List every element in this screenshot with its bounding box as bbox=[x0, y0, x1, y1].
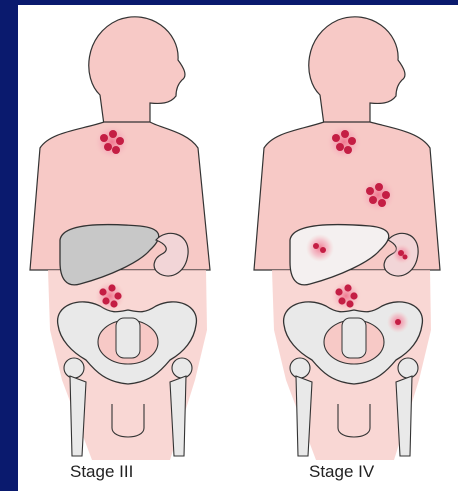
stage-iv-abdominal-node-cluster bbox=[331, 281, 361, 311]
stage-iv-neck-node-cluster bbox=[326, 124, 362, 160]
stage-iii-femur-head-right bbox=[172, 358, 192, 378]
stage-iii-abdominal-node-cluster bbox=[95, 281, 125, 311]
stage-iv-figure bbox=[254, 17, 440, 460]
stage-iii-label: Stage III bbox=[70, 462, 133, 482]
stage-iii-neck-node-cluster bbox=[94, 124, 130, 160]
stage-iii-head bbox=[89, 17, 185, 125]
stage-iii-femur-left bbox=[70, 376, 86, 456]
stage-iv-femur-left bbox=[296, 376, 312, 456]
stage-iv-liver-lesion bbox=[306, 234, 334, 262]
stage-iv-head bbox=[309, 17, 405, 125]
stage-iv-label: Stage IV bbox=[309, 462, 374, 482]
stage-iv-femur-head-right bbox=[398, 358, 418, 378]
stage-iv-chest-node-cluster bbox=[360, 177, 396, 213]
stage-iii-femur-head-left bbox=[64, 358, 84, 378]
stage-iii-sacrum bbox=[116, 318, 140, 358]
stage-iv-bone-lesion bbox=[387, 311, 409, 333]
stage-iii-figure bbox=[30, 17, 210, 460]
stage-iv-spleen-lesion bbox=[392, 244, 412, 264]
stage-iv-sacrum bbox=[342, 318, 366, 358]
stage-iv-femur-head-left bbox=[290, 358, 310, 378]
